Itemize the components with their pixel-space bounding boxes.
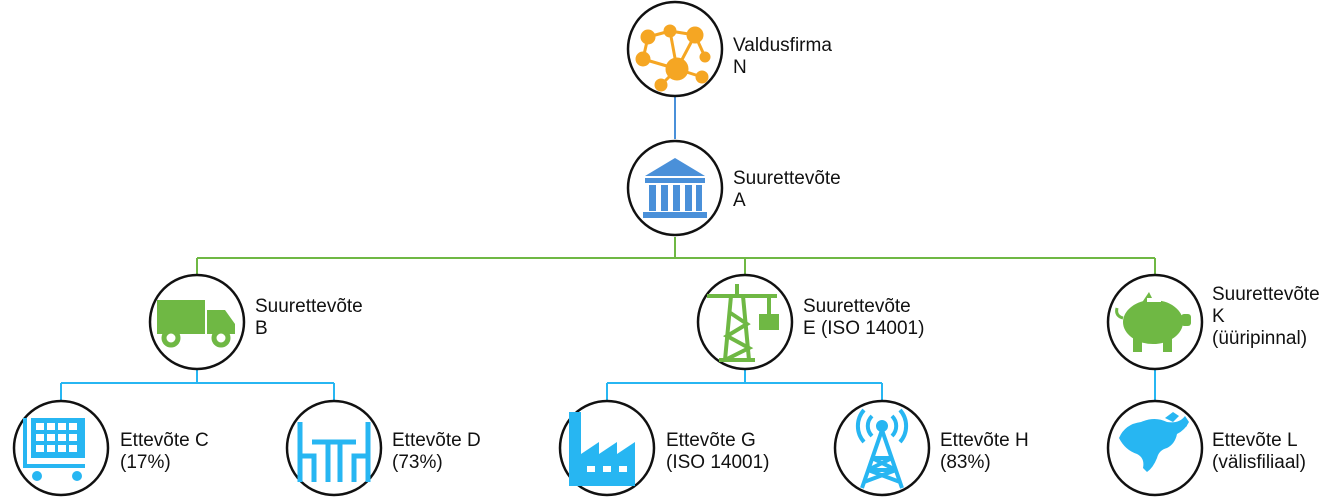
label-a-line1: Suurettevõte: [733, 168, 841, 189]
connectors: [60, 96, 1156, 400]
label-h-line1: Ettevõte H: [940, 430, 1029, 451]
node-a: [626, 139, 724, 237]
label-a-line2: A: [733, 190, 746, 211]
table-chairs-icon: [297, 422, 371, 482]
label-holding-line1: Valdusfirma: [733, 35, 832, 56]
node-c: [12, 399, 110, 497]
node-b: [148, 273, 246, 371]
label-k-line2: K: [1212, 306, 1225, 327]
label-holding: Valdusfirma N: [733, 35, 832, 79]
label-g-line2: (ISO 14001): [666, 452, 770, 473]
label-c-line2: (17%): [120, 452, 171, 473]
node-holding: [626, 0, 724, 98]
label-h-line2: (83%): [940, 452, 991, 473]
node-d-circle: [285, 399, 383, 497]
node-d: [285, 399, 383, 497]
label-e-line1: Suurettevõte: [803, 296, 911, 317]
label-k: Suurettevõte K (üüripinnal): [1212, 284, 1320, 350]
label-d: Ettevõte D (73%): [392, 430, 481, 474]
label-a: Suurettevõte A: [733, 168, 841, 212]
label-b: Suurettevõte B: [255, 296, 363, 340]
label-d-line1: Ettevõte D: [392, 430, 481, 451]
label-e: Suurettevõte E (ISO 14001): [803, 296, 924, 340]
label-l-line2: (välisfiliaal): [1212, 452, 1306, 473]
label-l: Ettevõte L (välisfiliaal): [1212, 430, 1306, 474]
shopping-cart-icon: [23, 418, 85, 481]
label-k-line3: (üüripinnal): [1212, 328, 1308, 349]
label-holding-line2: N: [733, 57, 747, 78]
label-c: Ettevõte C (17%): [120, 430, 209, 474]
label-c-line1: Ettevõte C: [120, 430, 209, 451]
radio-tower-icon: [855, 408, 909, 489]
node-h-circle: [833, 399, 931, 497]
network-people-icon: [635, 24, 711, 92]
node-h: [833, 399, 931, 497]
truck-icon: [157, 300, 235, 348]
factory-icon: [569, 412, 635, 486]
label-l-line1: Ettevõte L: [1212, 430, 1298, 451]
crane-icon: [707, 284, 779, 362]
label-d-line2: (73%): [392, 452, 443, 473]
node-g: [558, 399, 656, 497]
piggy-bank-icon: [1115, 292, 1191, 352]
label-k-line1: Suurettevõte: [1212, 284, 1320, 305]
label-e-line2: E (ISO 14001): [803, 318, 925, 339]
label-h: Ettevõte H (83%): [940, 430, 1029, 474]
label-b-line2: B: [255, 318, 268, 339]
label-b-line1: Suurettevõte: [255, 296, 363, 317]
node-k: [1106, 273, 1204, 371]
node-l: [1106, 399, 1204, 497]
bank-building-icon: [643, 158, 707, 218]
label-g-line1: Ettevõte G: [666, 430, 756, 451]
world-map-icon: [1119, 412, 1189, 472]
node-holding-circle: [626, 0, 724, 98]
node-e: [696, 273, 794, 371]
label-g: Ettevõte G (ISO 14001): [666, 430, 770, 474]
